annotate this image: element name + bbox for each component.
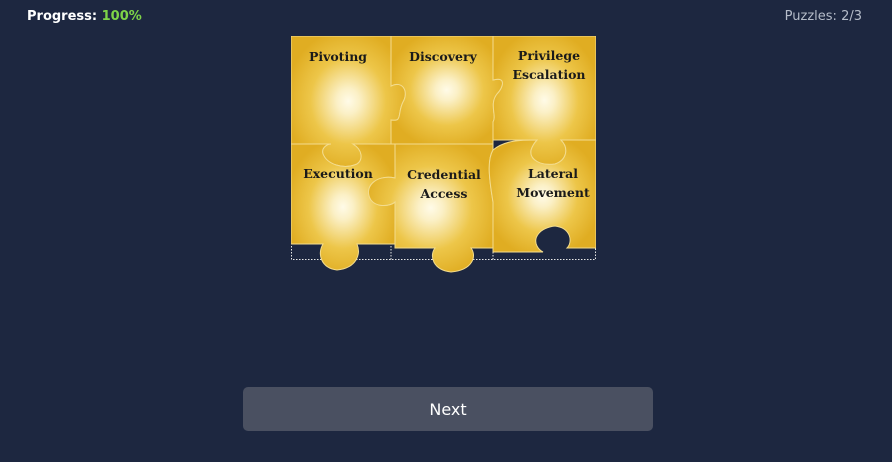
piece-label-privilege-escalation-line: Escalation xyxy=(512,67,585,82)
piece-label-credential-access-line: Access xyxy=(420,186,468,201)
piece-label-pivoting: Pivoting xyxy=(309,49,367,64)
piece-label-execution-line: Execution xyxy=(303,166,373,181)
progress-label: Progress: xyxy=(27,9,98,24)
piece-label-discovery: Discovery xyxy=(409,49,477,64)
piece-label-lateral-movement-line: Lateral xyxy=(528,166,578,181)
piece-label-pivoting-line: Pivoting xyxy=(309,49,367,64)
puzzle-piece-execution[interactable]: Execution xyxy=(291,143,396,271)
piece-label-credential-access-line: Credential xyxy=(407,167,481,182)
puzzle-piece-discovery[interactable]: Discovery xyxy=(390,36,503,145)
progress-indicator: Progress: 100% xyxy=(27,9,142,24)
next-button[interactable]: Next xyxy=(243,387,653,431)
piece-label-execution: Execution xyxy=(303,166,373,181)
piece-label-lateral-movement-line: Movement xyxy=(516,185,590,200)
puzzles-counter: Puzzles: 2/3 xyxy=(784,9,862,24)
piece-label-privilege-escalation-line: Privilege xyxy=(518,48,580,63)
progress-value: 100% xyxy=(101,9,142,24)
piece-label-discovery-line: Discovery xyxy=(409,49,477,64)
